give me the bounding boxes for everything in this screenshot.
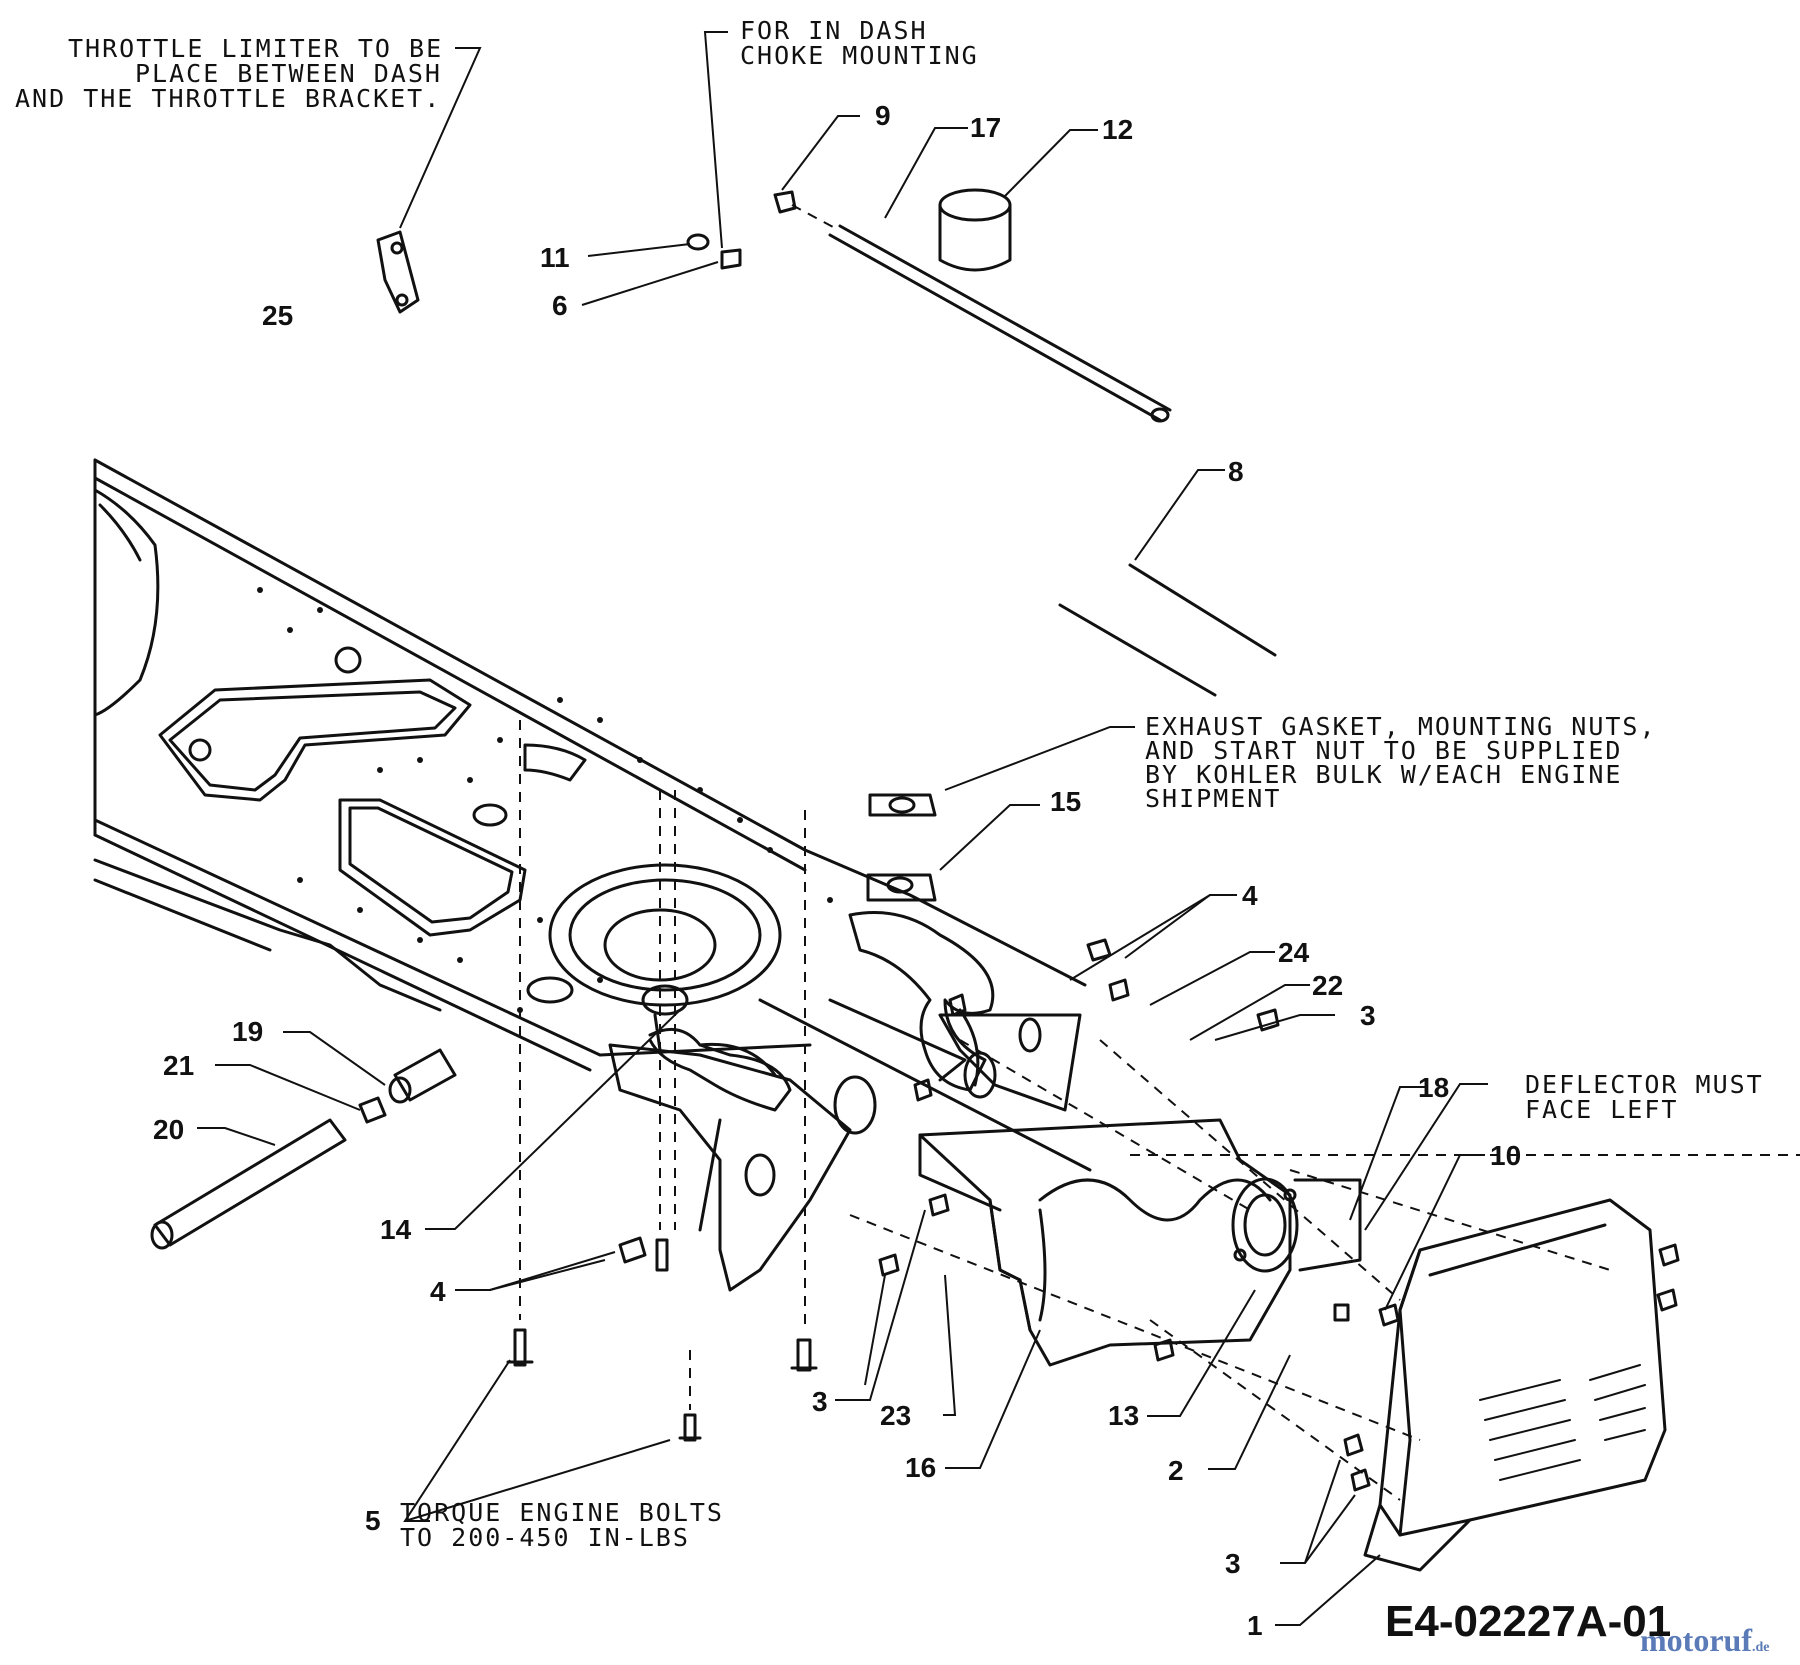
note-choke-line2: CHOKE MOUNTING (740, 41, 979, 70)
note-exhaust-line1: EXHAUST GASKET, MOUNTING NUTS, (1145, 712, 1657, 741)
bracket-left (608, 1043, 852, 1292)
callout-9: 9 (875, 100, 891, 131)
callout-13: 13 (1108, 1400, 1140, 1431)
callout-8: 8 (1228, 456, 1244, 487)
part-can-12 (938, 188, 1012, 272)
watermark-logo: motoruf.de (1640, 1622, 1770, 1658)
note-choke-line1: FOR IN DASH (740, 16, 928, 45)
frame-chassis (93, 458, 1092, 1172)
callout-21: 21 (163, 1050, 195, 1081)
callout-1: 1 (1247, 1610, 1263, 1641)
callout-3-middle: 3 (812, 1386, 828, 1417)
callout-23: 23 (880, 1400, 912, 1431)
alignment-lines (519, 204, 1800, 1501)
note-exhaust-line3: BY KOHLER BULK W/EACH ENGINE (1145, 760, 1623, 789)
callout-10: 10 (1490, 1140, 1522, 1171)
part-bushing-19 (388, 1048, 457, 1104)
note-exhaust-line4: SHIPMENT (1145, 784, 1282, 813)
callout-16: 16 (905, 1452, 937, 1483)
callout-15: 15 (1050, 786, 1082, 817)
bracket-right (938, 1013, 1082, 1112)
deflector-shield (1363, 1198, 1667, 1572)
callout-25: 25 (262, 300, 294, 331)
note-deflector-line2: FACE LEFT (1525, 1095, 1679, 1124)
callout-17: 17 (970, 112, 1002, 143)
callout-4-top: 4 (1242, 880, 1258, 911)
exhaust-pipe-left (641, 984, 877, 1135)
note-torque-line1: TORQUE ENGINE BOLTS (400, 1498, 724, 1527)
callout-14: 14 (380, 1214, 412, 1245)
part-nut-21 (358, 1096, 387, 1124)
callout-3-top: 3 (1360, 1000, 1376, 1031)
part-bracket-25 (376, 230, 420, 314)
note-throttle-line1: THROTTLE LIMITER TO BE (68, 34, 444, 63)
callout-20: 20 (153, 1114, 185, 1145)
callout-3-bottom: 3 (1225, 1548, 1241, 1579)
callout-22: 22 (1312, 970, 1344, 1001)
note-torque-line2: TO 200-450 IN-LBS (400, 1523, 690, 1552)
callout-2: 2 (1168, 1455, 1184, 1486)
part-tie-8 (1058, 563, 1277, 697)
callout-19: 19 (232, 1016, 264, 1047)
callout-11: 11 (540, 242, 570, 273)
muffler (918, 1118, 1362, 1367)
part-sleeve-20 (150, 1118, 347, 1250)
note-deflector-line1: DEFLECTOR MUST (1525, 1070, 1764, 1099)
note-throttle-line2: PLACE BETWEEN DASH (135, 59, 442, 88)
leader-lines (197, 31, 1488, 1626)
callout-24: 24 (1278, 937, 1310, 968)
part-nut-9 (773, 190, 797, 214)
note-exhaust-line2: AND START NUT TO BE SUPPLIED (1145, 736, 1623, 765)
part-rod-17 (828, 224, 1172, 423)
diagram-code: E4-02227A-01 (1385, 1597, 1672, 1646)
exhaust-gaskets (866, 793, 937, 902)
callout-18: 18 (1418, 1072, 1450, 1103)
part-clip-6 (720, 248, 742, 270)
callout-6: 6 (552, 290, 568, 321)
callout-12: 12 (1102, 114, 1134, 145)
callout-4-bottom: 4 (430, 1276, 446, 1307)
callout-5: 5 (365, 1505, 381, 1536)
note-throttle-line3: AND THE THROTTLE BRACKET. (15, 84, 442, 113)
bolts (506, 938, 1680, 1492)
exhaust-pipe-right (848, 911, 997, 1099)
part-washer-11 (686, 233, 710, 251)
